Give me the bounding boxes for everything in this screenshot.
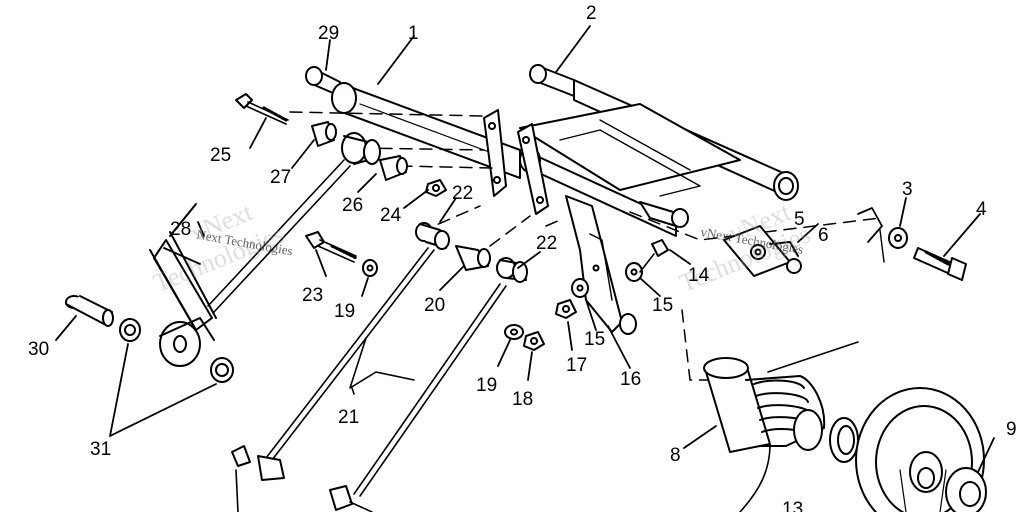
callout-21-pointer <box>349 337 415 395</box>
link-rod-left <box>231 247 435 512</box>
bushing-26-pair <box>341 132 408 181</box>
callout-14: 14 <box>688 265 710 286</box>
callout-18: 18 <box>512 389 534 410</box>
callout-23: 23 <box>302 285 324 306</box>
alignment-lines <box>289 111 881 381</box>
bushing-22-upper <box>415 222 450 250</box>
bolt-23 <box>305 231 358 263</box>
bushing-31-left <box>119 318 141 342</box>
callout-31: 31 <box>90 439 112 460</box>
spring-spindle-8 <box>703 341 859 512</box>
callout-19-upper: 19 <box>334 301 356 322</box>
callout-21: 21 <box>338 407 360 428</box>
callout-1: 1 <box>408 23 419 44</box>
nut-24 <box>425 179 447 197</box>
bushing-31-right <box>210 357 234 383</box>
callout-26: 26 <box>342 195 364 216</box>
callout-3: 3 <box>902 179 913 200</box>
bushing-27 <box>311 121 337 147</box>
callout-5: 5 <box>794 209 805 230</box>
side-plate-left <box>483 109 507 197</box>
link-rod-right <box>329 283 507 512</box>
callout-24: 24 <box>380 205 402 226</box>
callout-4: 4 <box>976 199 987 220</box>
washer-13 <box>829 417 859 463</box>
front-cross-shaft <box>305 66 521 179</box>
frame-channel <box>519 103 741 237</box>
wheel-9 <box>855 387 987 512</box>
callout-30: 30 <box>28 339 50 360</box>
pin-30 <box>65 295 114 327</box>
callout-25: 25 <box>210 145 232 166</box>
callout-13: 13 <box>782 499 804 512</box>
washer-15 <box>571 262 643 298</box>
bushing-22-lower <box>496 257 528 283</box>
callout-15-right: 15 <box>652 295 674 316</box>
callout-2: 2 <box>586 3 597 24</box>
callout-16: 16 <box>620 369 642 390</box>
washer-3 <box>888 227 908 249</box>
callout-29: 29 <box>318 23 340 44</box>
washer-19-upper <box>362 259 378 277</box>
clip-6 <box>857 207 885 263</box>
callout-6: 6 <box>818 225 829 246</box>
leader-lines <box>55 25 995 473</box>
callout-9: 9 <box>1006 419 1017 440</box>
callout-20: 20 <box>424 295 446 316</box>
bolt-4 <box>913 247 967 281</box>
callout-8: 8 <box>670 445 681 466</box>
callout-17: 17 <box>566 355 588 376</box>
side-plate-right <box>517 123 549 215</box>
shock-absorber <box>149 159 351 367</box>
bolt-14 <box>639 239 669 273</box>
bracket-5 <box>723 225 802 277</box>
nut-17 <box>555 299 577 319</box>
callout-19-lower: 19 <box>476 375 498 396</box>
bolt-25 <box>235 93 289 125</box>
washer-19-lower <box>504 324 524 340</box>
callout-15-left: 15 <box>584 329 606 350</box>
arm-bracket <box>565 195 637 335</box>
callout-28: 28 <box>170 219 192 240</box>
callout-22-lower: 22 <box>536 233 558 254</box>
bushing-20 <box>455 245 491 271</box>
callout-22-upper: 22 <box>452 183 474 204</box>
nut-18 <box>523 331 545 351</box>
callout-27: 27 <box>270 167 292 188</box>
